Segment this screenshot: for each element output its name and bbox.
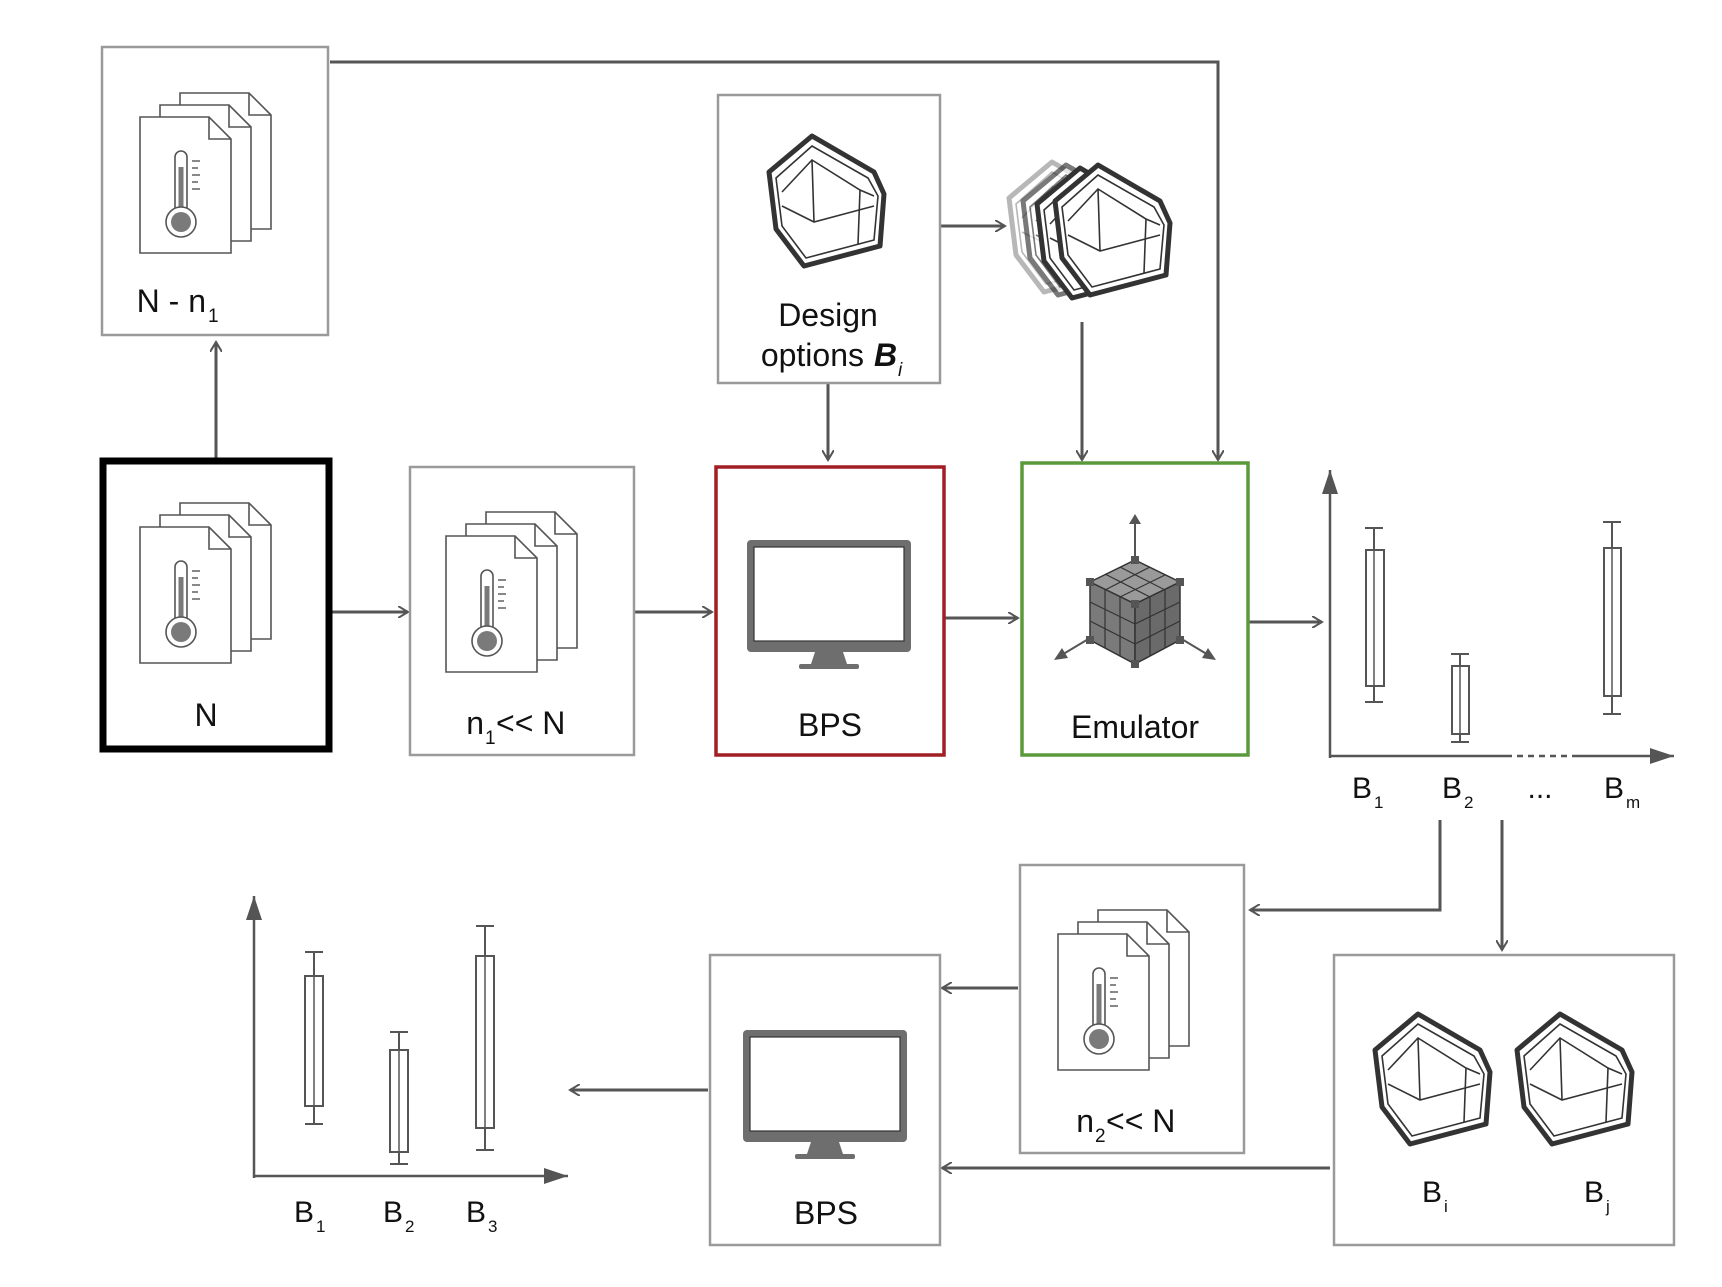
chart-top-label-b2-sub: 2 <box>1464 793 1473 812</box>
n2-label-subscript: 2 <box>1095 1126 1106 1147</box>
chart-bottom-label-b1-sub: 1 <box>316 1217 325 1236</box>
box-n1-subset: n 1 << N <box>408 465 636 757</box>
n1-label-prefix: n <box>466 705 484 741</box>
chart-top-label-ellipsis: ... <box>1527 772 1552 805</box>
box-bps-bottom: BPS <box>708 953 942 1247</box>
box-bps: BPS <box>714 465 946 757</box>
n1-label-suffix: << N <box>496 705 565 741</box>
n-label: N <box>194 697 217 733</box>
n-minus-n1-subscript: 1 <box>208 306 219 327</box>
n-minus-n1-label: N - n <box>137 283 206 319</box>
chart-final-assessment: B 1 B 2 B 3 <box>246 896 568 1236</box>
box-n2-subset: n 2 << N <box>1018 863 1246 1155</box>
weather-files-icon <box>139 502 272 664</box>
connector-arrows <box>216 60 1502 1168</box>
box-n: N <box>99 457 333 753</box>
bps-label: BPS <box>798 707 862 743</box>
box-n-minus-n1: N - n 1 <box>100 45 330 337</box>
box-emulator: Emulator <box>1020 461 1250 757</box>
design-options-subscript: i <box>898 360 903 381</box>
weather-files-icon <box>139 92 272 254</box>
chart-bottom-label-b1: B <box>294 1196 314 1229</box>
boxplot-bm <box>1603 521 1622 715</box>
weather-files-icon <box>1057 909 1190 1071</box>
boxplot-b3 <box>475 925 495 1151</box>
boxplot-b1 <box>1365 527 1385 703</box>
bps-bottom-label: BPS <box>794 1195 858 1231</box>
chart-top-label-bm-sub: m <box>1626 793 1640 812</box>
chart-design-ranking: B 1 B 2 ... B m <box>1322 470 1674 812</box>
chart-bottom-label-b3-sub: 3 <box>488 1217 497 1236</box>
arrow-n-minus-n1-to-emulator <box>330 60 1218 460</box>
design-bj-subscript: j <box>1605 1197 1610 1216</box>
boxplot-b1 <box>304 951 324 1125</box>
chart-bottom-label-b2: B <box>383 1196 403 1229</box>
chart-bottom-label-b3: B <box>466 1196 486 1229</box>
weather-files-icon <box>445 511 578 673</box>
box-selected-designs: B i B j <box>1332 953 1676 1247</box>
box-design-options: Design options B i <box>716 93 942 385</box>
design-bi-label: B <box>1422 1176 1442 1209</box>
boxplot-b2 <box>389 1031 409 1165</box>
design-bj-label: B <box>1584 1176 1604 1209</box>
chart-top-label-b1-sub: 1 <box>1374 793 1383 812</box>
computer-monitor-icon <box>746 539 912 670</box>
design-options-line2: options <box>761 337 864 373</box>
chart-top-label-b1: B <box>1352 772 1372 805</box>
computer-monitor-icon <box>742 1029 908 1160</box>
chart-top-label-b2: B <box>1442 772 1462 805</box>
n2-label-prefix: n <box>1076 1103 1094 1139</box>
design-bi-subscript: i <box>1444 1197 1448 1216</box>
chart-bottom-label-b2-sub: 2 <box>405 1217 414 1236</box>
n1-label-subscript: 1 <box>485 728 496 749</box>
n2-label-suffix: << N <box>1106 1103 1175 1139</box>
design-variants-icon <box>1009 162 1170 298</box>
emulator-cube-icon <box>1054 514 1216 668</box>
emulator-label: Emulator <box>1071 709 1199 745</box>
boxplot-b2 <box>1451 653 1470 743</box>
arrow-b2-to-n2 <box>1250 820 1442 910</box>
design-options-line1: Design <box>778 297 878 333</box>
design-options-variable: B <box>874 337 897 373</box>
chart-top-label-bm: B <box>1604 772 1624 805</box>
